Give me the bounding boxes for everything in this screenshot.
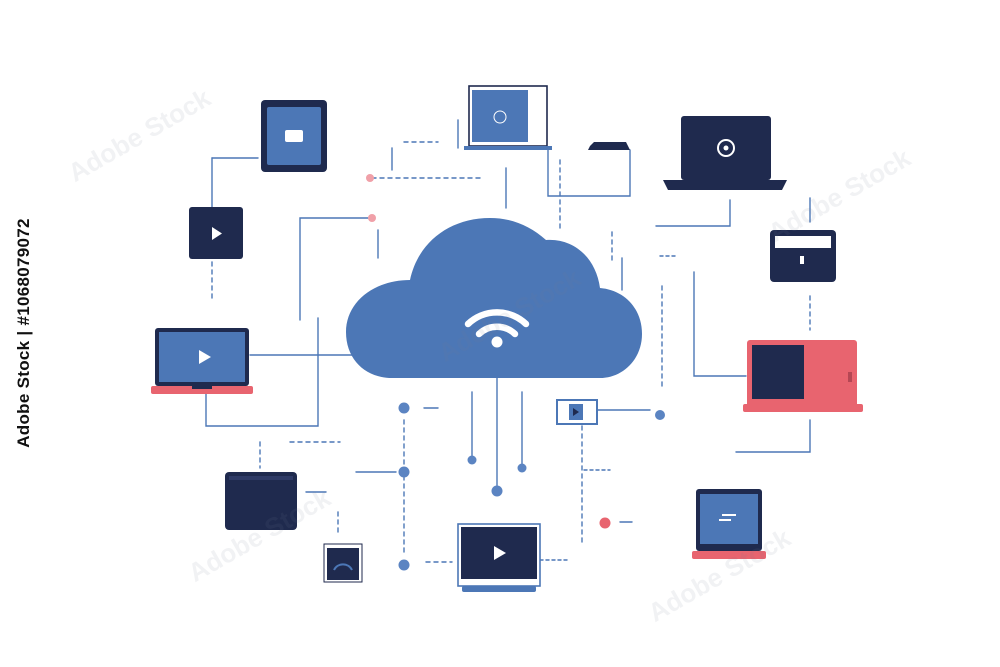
cloud-icon (346, 218, 642, 378)
laptop-device-left (151, 328, 253, 394)
connector-line (735, 419, 811, 453)
node-dot (398, 466, 410, 478)
node-dot (599, 517, 611, 529)
connector-dots (366, 174, 665, 571)
wifi-icon (464, 309, 530, 348)
play-icon (573, 408, 579, 416)
laptop-device-right (743, 340, 863, 412)
node-dot (655, 410, 665, 420)
play-icon (212, 227, 222, 240)
connector-line (299, 217, 369, 321)
node-dot (517, 463, 527, 473)
node-dot (398, 402, 410, 414)
tablet-device (261, 100, 327, 172)
connector-line (547, 149, 631, 197)
laptop-device-top-right (663, 116, 787, 190)
media-player-device (189, 207, 243, 259)
stock-id-text: Adobe Stock | #1068079072 (14, 218, 33, 448)
play-icon (199, 350, 211, 364)
folder-icon (285, 130, 303, 142)
small-device-top (588, 142, 630, 150)
video-tag (556, 399, 598, 425)
node-dot (368, 214, 376, 222)
laptop-device-top (464, 85, 552, 150)
play-icon (494, 546, 506, 560)
connector-lines (205, 119, 811, 563)
connector-line (693, 271, 747, 377)
monitor-device-bottom (457, 523, 541, 592)
laptop-device-bottom-right (692, 489, 766, 559)
phone-device (323, 543, 363, 583)
node-dot (467, 455, 477, 465)
node-dot (366, 174, 374, 182)
tablet-device-bottom-left (225, 472, 297, 530)
connector-line (655, 199, 731, 227)
connector-line (205, 317, 319, 427)
node-dot (491, 485, 503, 497)
node-dot (398, 559, 410, 571)
tablet-device-right (770, 230, 836, 282)
